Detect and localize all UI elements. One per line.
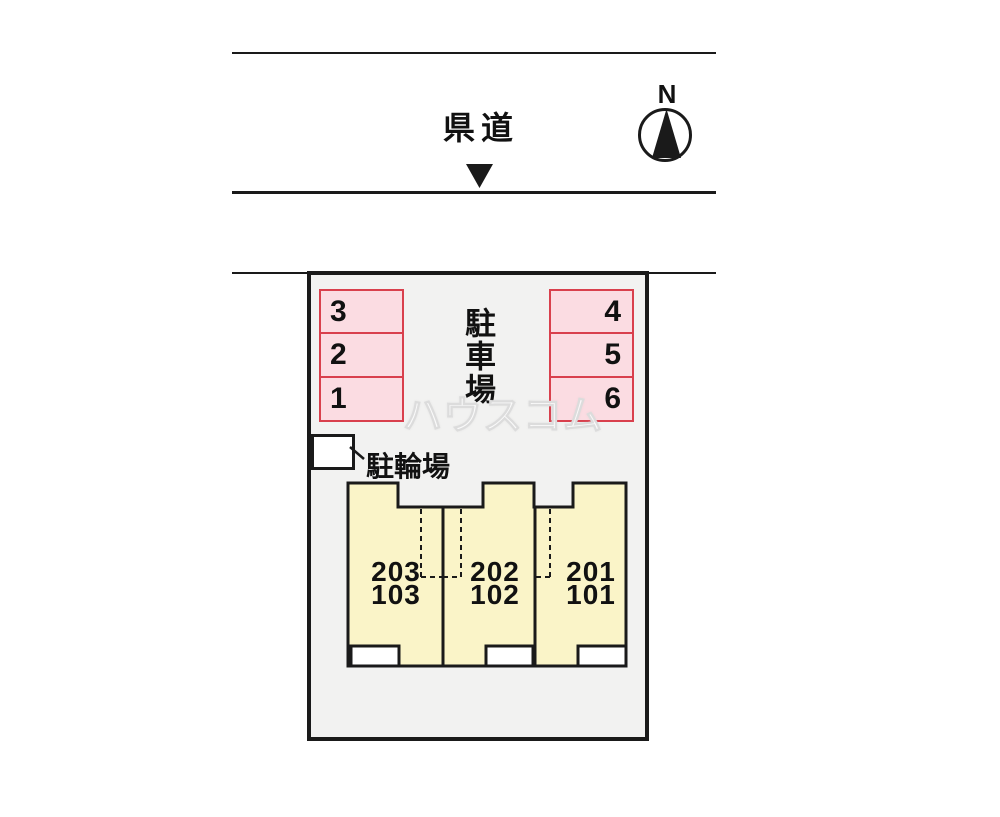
parking-space-3: 3: [319, 289, 404, 335]
parking-space-2: 2: [319, 332, 404, 378]
unit-number-upper: 202: [470, 556, 520, 587]
parking-space-number: 3: [330, 295, 347, 328]
entrance-porch-2: [484, 644, 535, 668]
unit-number-lower: 103: [371, 579, 421, 610]
unit-number-lower: 102: [470, 579, 520, 610]
road-edge-line-bottom: [232, 191, 716, 194]
compass-north-label: N: [657, 79, 677, 109]
stair-dashed-line-2: [443, 509, 462, 578]
unit-number-upper: 203: [371, 556, 421, 587]
parking-space-4: 4: [549, 289, 634, 335]
stair-dashed-line-3: [536, 509, 551, 578]
compass-circle-icon: [638, 108, 692, 162]
watermark-text: ハウスコム: [402, 395, 604, 439]
parking-space-number: 5: [604, 338, 621, 371]
entrance-porch-1: [349, 644, 401, 668]
parking-space-6: 6: [549, 376, 634, 422]
parking-space-1: 1: [319, 376, 404, 422]
parking-area-label: 駐車場: [460, 306, 495, 406]
unit-number-upper: 201: [566, 556, 616, 587]
unit-label-203-103: 203 103: [351, 556, 441, 610]
road-edge-line-top: [232, 52, 716, 54]
parking-space-number: 2: [330, 338, 347, 371]
prefectural-road-label: 県道: [443, 110, 520, 146]
stair-dashed-line-1: [420, 509, 443, 578]
bicycle-leader-line: [349, 446, 365, 460]
parking-space-number: 6: [604, 382, 621, 415]
unit-label-202-102: 202 102: [450, 556, 540, 610]
parking-space-number: 1: [330, 382, 347, 415]
entrance-porch-3: [576, 644, 628, 668]
bicycle-parking-label: 駐輪場: [366, 451, 451, 482]
bicycle-parking-box: [311, 434, 355, 470]
parking-space-number: 4: [604, 295, 621, 328]
unit-number-lower: 101: [566, 579, 616, 610]
unit-label-201-101: 201 101: [546, 556, 636, 610]
